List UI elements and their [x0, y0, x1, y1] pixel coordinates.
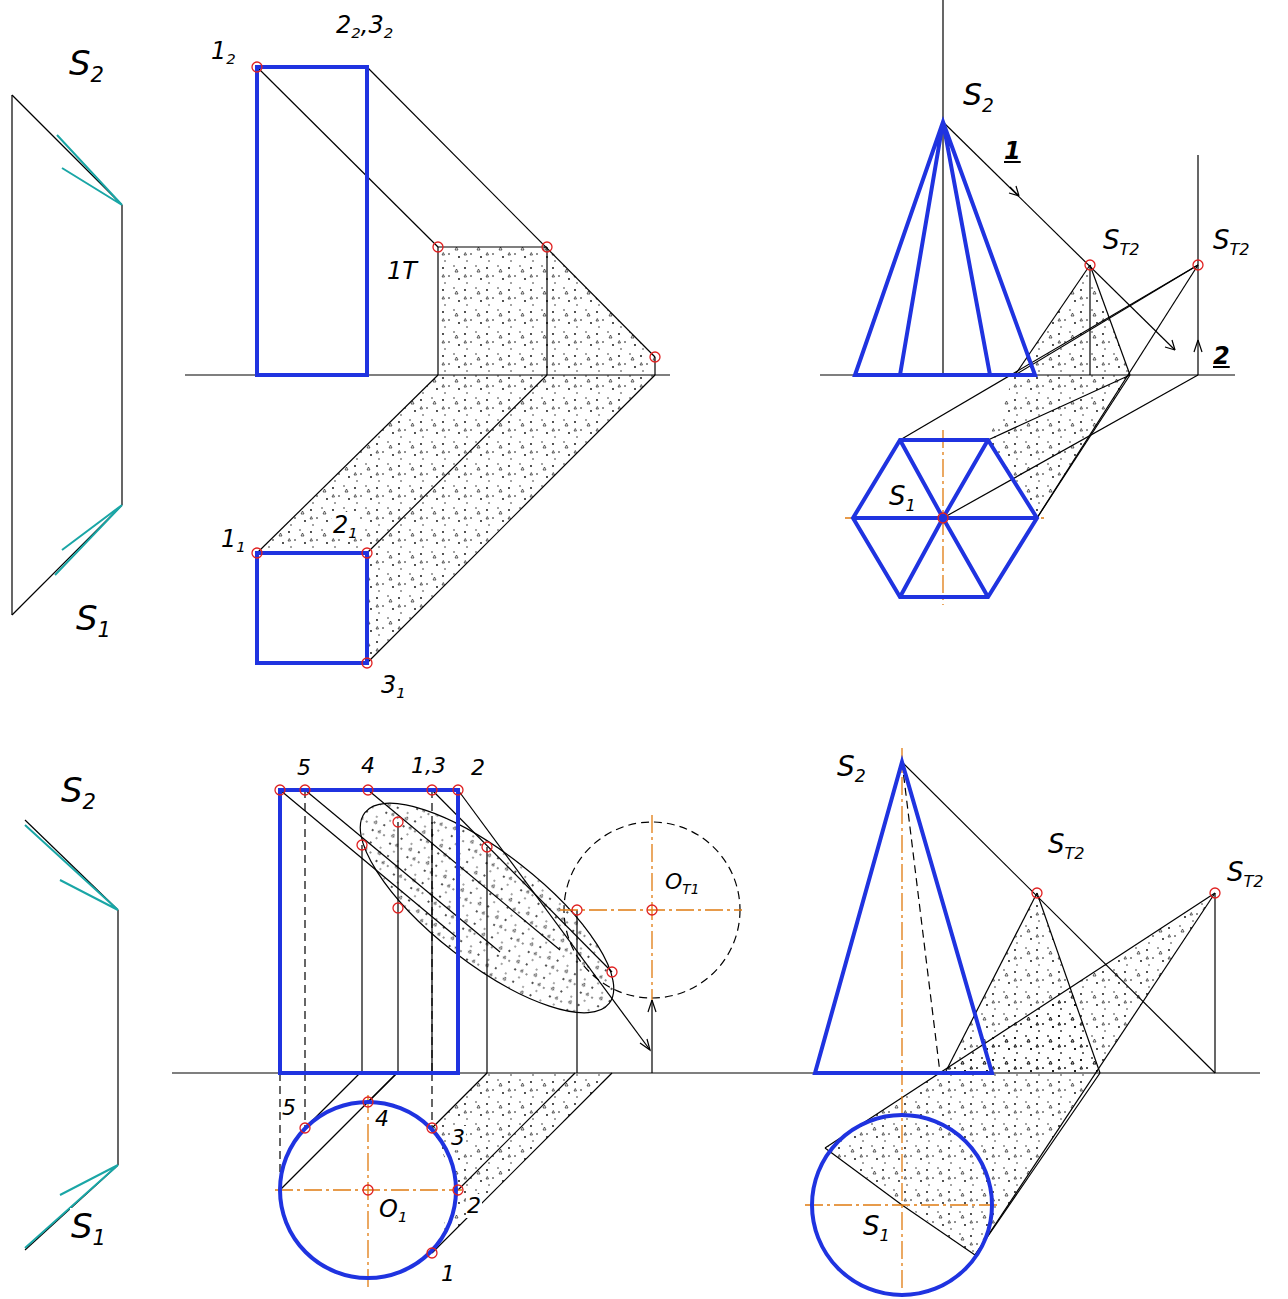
label-part: 4 [361, 753, 375, 778]
label-part: S [1048, 829, 1065, 859]
label-part: S [71, 1206, 93, 1246]
shadow-fill [257, 247, 1215, 1255]
label-part: 2 [1213, 342, 1230, 370]
label-part: 1,3 [411, 753, 446, 778]
label-part: 2 [333, 511, 348, 539]
subscript: 1 [398, 1208, 407, 1226]
label-part: S [1213, 225, 1230, 255]
label-part: 2 [336, 11, 351, 39]
label-part: 1 [221, 525, 236, 553]
subscript: 1 [906, 496, 916, 515]
point-label: 1,3 [410, 754, 447, 778]
subscript: 2 [83, 789, 96, 814]
label-part: S [837, 750, 855, 783]
light-arrow [25, 135, 122, 1248]
point-label: ST2 [1102, 226, 1141, 255]
point-label: S2 [68, 45, 105, 82]
point-label: S1 [862, 1212, 891, 1241]
subscript: 2 [384, 24, 393, 42]
point-label: S2 [962, 78, 995, 111]
subscript: T2 [1120, 240, 1140, 259]
label-part: 5 [297, 755, 311, 780]
label-part: S [963, 77, 982, 112]
subscript: 1 [396, 684, 405, 702]
label-part: S [1227, 857, 1244, 887]
point-label: 1 [1003, 138, 1022, 164]
point-label: 5 [296, 756, 312, 780]
point-label: 21 [332, 512, 359, 538]
point-label: ST2 [1226, 858, 1265, 887]
subscript: 1 [236, 538, 245, 556]
label-part: S [889, 481, 906, 511]
label-part: 1T [387, 257, 417, 285]
point-label: 31 [380, 672, 407, 698]
point-label: 2 [1212, 343, 1231, 369]
subscript: 1 [93, 1225, 106, 1250]
label-part: 1 [211, 37, 226, 65]
point-label: S2 [836, 752, 867, 783]
point-label: ST2 [1047, 830, 1086, 859]
point-marker [252, 62, 1220, 1258]
subscript: 2 [226, 50, 235, 68]
label-part: 2 [471, 755, 485, 780]
point-label: 4 [360, 754, 376, 778]
label-part: S [61, 770, 83, 810]
point-label: OT1 [664, 870, 700, 894]
subscript: T1 [682, 881, 699, 897]
point-label: 5 [281, 1096, 297, 1120]
subscript: T2 [1244, 872, 1264, 891]
label-part: S [1103, 225, 1120, 255]
point-label: 12 [210, 38, 237, 64]
point-label: ST2 [1212, 226, 1251, 255]
object-outline [257, 67, 1037, 1295]
point-label: 1T [386, 258, 418, 284]
point-label: 11 [220, 526, 247, 552]
label-part: O [379, 1195, 398, 1223]
point-label: S1 [888, 482, 917, 511]
point-label: S2 [60, 772, 97, 809]
subscript: 2 [982, 95, 994, 116]
point-label: 2 [466, 1194, 482, 1218]
label-part: S [69, 43, 91, 83]
subscript: 2 [91, 62, 104, 87]
label-part: 2 [467, 1193, 481, 1218]
label-part: ,3 [361, 11, 384, 39]
label-part: S [76, 598, 98, 638]
label-part: 3 [381, 671, 396, 699]
subscript: 2 [351, 24, 360, 42]
point-label: S1 [70, 1208, 107, 1245]
label-part: 5 [282, 1095, 296, 1120]
point-label: S1 [75, 600, 112, 637]
label-part: 3 [451, 1125, 465, 1150]
label-part: S [863, 1211, 880, 1241]
subscript: T2 [1065, 844, 1085, 863]
subscript: T2 [1230, 240, 1250, 259]
point-label: 2 [470, 756, 486, 780]
construction-lines [12, 0, 1260, 1255]
subscript: 1 [98, 617, 111, 642]
label-part: 4 [375, 1106, 389, 1131]
axis-lines [275, 430, 1045, 1290]
subscript: 2 [855, 766, 866, 786]
label-part: 1 [1004, 137, 1021, 165]
subscript: 1 [348, 524, 357, 542]
point-label: 4 [374, 1107, 390, 1131]
point-label: 3 [450, 1126, 466, 1150]
label-part: 1 [441, 1261, 455, 1286]
subscript: 1 [880, 1226, 890, 1245]
point-label: O1 [378, 1196, 408, 1222]
label-part: O [665, 869, 682, 894]
point-label: 1 [440, 1262, 456, 1286]
point-label: 22,32 [335, 12, 394, 38]
